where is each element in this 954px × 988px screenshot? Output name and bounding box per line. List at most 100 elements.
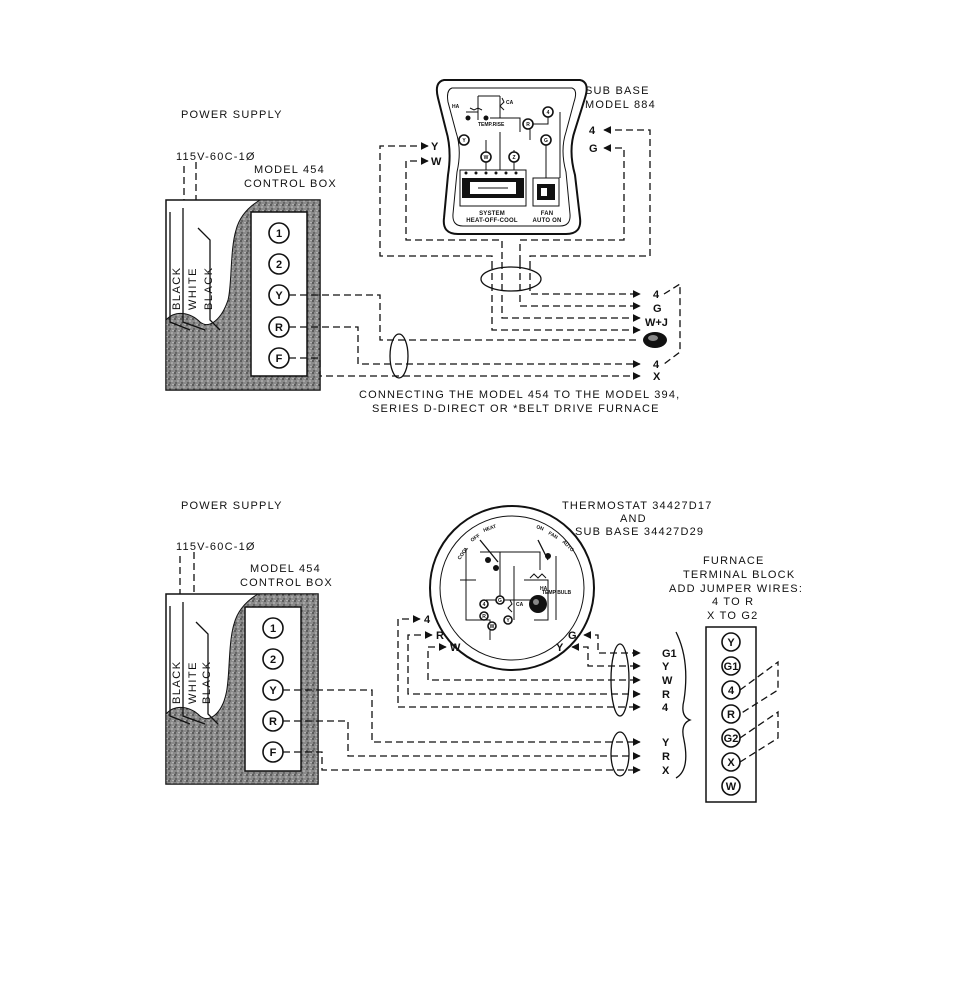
bottom-lead-g: G bbox=[568, 630, 577, 642]
bottom-lead-4: 4 bbox=[424, 614, 431, 626]
bottom-fleads-y2: Y bbox=[662, 737, 670, 749]
bottom-fleads-x: X bbox=[662, 765, 670, 777]
svg-text:4: 4 bbox=[728, 685, 735, 697]
bottom-fleads-w: W bbox=[662, 675, 673, 687]
top-sub-base: 4 R Y G W Z HA CA TEMP.RISE SYSTEM HEAT-… bbox=[435, 79, 588, 235]
top-terminal-f: F bbox=[268, 347, 290, 369]
bottom-furnace-label-3: ADD JUMPER WIRES: bbox=[669, 583, 803, 595]
bottom-dial-fan: FAN bbox=[547, 531, 559, 541]
bottom-dial-temp-bulb: TEMP BULB bbox=[542, 590, 571, 596]
bottom-block-term-r: R bbox=[721, 704, 741, 724]
bottom-jumper-4-r bbox=[739, 660, 779, 715]
svg-text:G1: G1 bbox=[724, 661, 739, 673]
svg-text:2: 2 bbox=[276, 259, 282, 271]
bottom-brace bbox=[675, 631, 692, 779]
bottom-control-box: BLACK WHITE BLACK bbox=[165, 593, 319, 785]
bottom-lead-y: Y bbox=[556, 642, 564, 654]
bottom-thermostat-label-3: SUB BASE 34427D29 bbox=[575, 526, 704, 538]
bottom-dial-heat: HEAT bbox=[483, 524, 498, 534]
top-lead-g: G bbox=[589, 143, 598, 155]
top-sub-term-y: Y bbox=[462, 138, 466, 144]
top-wire-black-2: BLACK bbox=[203, 266, 215, 310]
bottom-control-box-label-2: CONTROL BOX bbox=[240, 577, 333, 589]
bottom-block-term-x: X bbox=[721, 752, 741, 772]
svg-text:2: 2 bbox=[270, 654, 276, 666]
top-voltage-label: 115V-60C-1Ø bbox=[176, 151, 256, 163]
bottom-wire-black-2: BLACK bbox=[201, 660, 213, 704]
bottom-thermostat-label-2: AND bbox=[620, 513, 647, 525]
top-sub-ca: CA bbox=[506, 100, 514, 106]
top-furnace-wj: W+J bbox=[645, 317, 668, 329]
top-sub-ha: HA bbox=[452, 104, 460, 110]
bottom-dial-ha: HA bbox=[540, 586, 548, 592]
bottom-furnace-label-2: TERMINAL BLOCK bbox=[683, 569, 795, 581]
bottom-furnace-label-1: FURNACE bbox=[703, 555, 765, 567]
bottom-control-box-label-1: MODEL 454 bbox=[250, 563, 321, 575]
top-sub-term-4: 4 bbox=[547, 110, 550, 116]
bottom-inner-term-g: G bbox=[498, 598, 502, 604]
top-terminal-1: 1 bbox=[268, 222, 290, 244]
bottom-terminal-f: F bbox=[262, 741, 284, 763]
svg-text:R: R bbox=[275, 322, 283, 334]
bottom-dial-off: OFF bbox=[470, 533, 482, 544]
top-furnace-4b: 4 bbox=[653, 359, 660, 371]
svg-text:F: F bbox=[276, 353, 283, 365]
top-terminal-2: 2 bbox=[268, 253, 290, 275]
top-sub-temp-rise: TEMP.RISE bbox=[478, 122, 505, 128]
top-sub-term-g: G bbox=[544, 138, 548, 144]
top-sub-fan-2: AUTO ON bbox=[533, 218, 562, 224]
top-caption-1: CONNECTING THE MODEL 454 TO THE MODEL 39… bbox=[359, 389, 680, 401]
bottom-fleads-r2: R bbox=[662, 751, 670, 763]
bottom-terminal-y: Y bbox=[262, 679, 284, 701]
svg-text:Y: Y bbox=[269, 685, 277, 697]
bottom-terminal-1: 1 bbox=[262, 617, 284, 639]
top-control-box: BLACK WHITE BLACK bbox=[165, 199, 321, 391]
svg-text:X: X bbox=[727, 757, 735, 769]
bottom-terminal-2: 2 bbox=[262, 648, 284, 670]
bottom-thermostat-label-1: THERMOSTAT 34427D17 bbox=[562, 500, 713, 512]
bottom-block-term-g1: G1 bbox=[721, 656, 741, 676]
svg-text:W: W bbox=[726, 781, 737, 793]
bottom-fleads-r: R bbox=[662, 689, 670, 701]
top-lead-w: W bbox=[431, 156, 442, 168]
top-power-supply-label: POWER SUPPLY bbox=[181, 109, 283, 121]
bottom-wire-white: WHITE bbox=[187, 661, 199, 704]
top-sub-system-1: SYSTEM bbox=[479, 211, 505, 217]
bottom-furnace-label-4: 4 TO R bbox=[712, 596, 754, 608]
top-sub-base-label-1: SUB BASE bbox=[585, 85, 650, 97]
top-sub-fan-1: FAN bbox=[541, 211, 554, 217]
svg-text:1: 1 bbox=[276, 228, 282, 240]
top-terminal-r: R bbox=[268, 316, 290, 338]
svg-text:G2: G2 bbox=[724, 733, 739, 745]
svg-text:R: R bbox=[269, 716, 277, 728]
bottom-block-term-4: 4 bbox=[721, 680, 741, 700]
bottom-fleads-4: 4 bbox=[662, 702, 669, 714]
top-diagram: POWER SUPPLY 115V-60C-1Ø MODEL 454 CONTR… bbox=[165, 79, 681, 415]
bottom-furnace-label-5: X TO G2 bbox=[707, 610, 758, 622]
svg-text:Y: Y bbox=[727, 637, 735, 649]
bottom-dial-on: ON bbox=[535, 524, 544, 532]
top-lead-y: Y bbox=[431, 141, 439, 153]
top-furnace-g: G bbox=[653, 303, 662, 315]
svg-text:F: F bbox=[270, 747, 277, 759]
bottom-inner-term-r: R bbox=[482, 614, 486, 620]
bottom-block-term-g2: G2 bbox=[721, 728, 741, 748]
top-wire-white: WHITE bbox=[187, 267, 199, 310]
top-caption-2: SERIES D-DIRECT OR *BELT DRIVE FURNACE bbox=[372, 403, 660, 415]
bottom-lead-r: R bbox=[436, 630, 444, 642]
svg-text:1: 1 bbox=[270, 623, 276, 635]
top-sub-term-w: W bbox=[484, 155, 489, 161]
bottom-block-term-y: Y bbox=[721, 632, 741, 652]
top-terminal-y: Y bbox=[268, 284, 290, 306]
bottom-dial-ca: CA bbox=[516, 602, 524, 608]
bottom-inner-term-4: 4 bbox=[483, 602, 486, 608]
top-lead-4: 4 bbox=[589, 125, 596, 137]
bottom-voltage-label: 115V-60C-1Ø bbox=[176, 541, 256, 553]
bottom-fleads-g1: G1 bbox=[662, 648, 677, 660]
bottom-lead-w: W bbox=[450, 642, 461, 654]
bottom-inner-term-w: W bbox=[490, 624, 495, 630]
top-wire-nut bbox=[643, 332, 667, 348]
bottom-jumper-x-g2 bbox=[739, 710, 779, 763]
top-furnace-x: X bbox=[653, 371, 661, 383]
